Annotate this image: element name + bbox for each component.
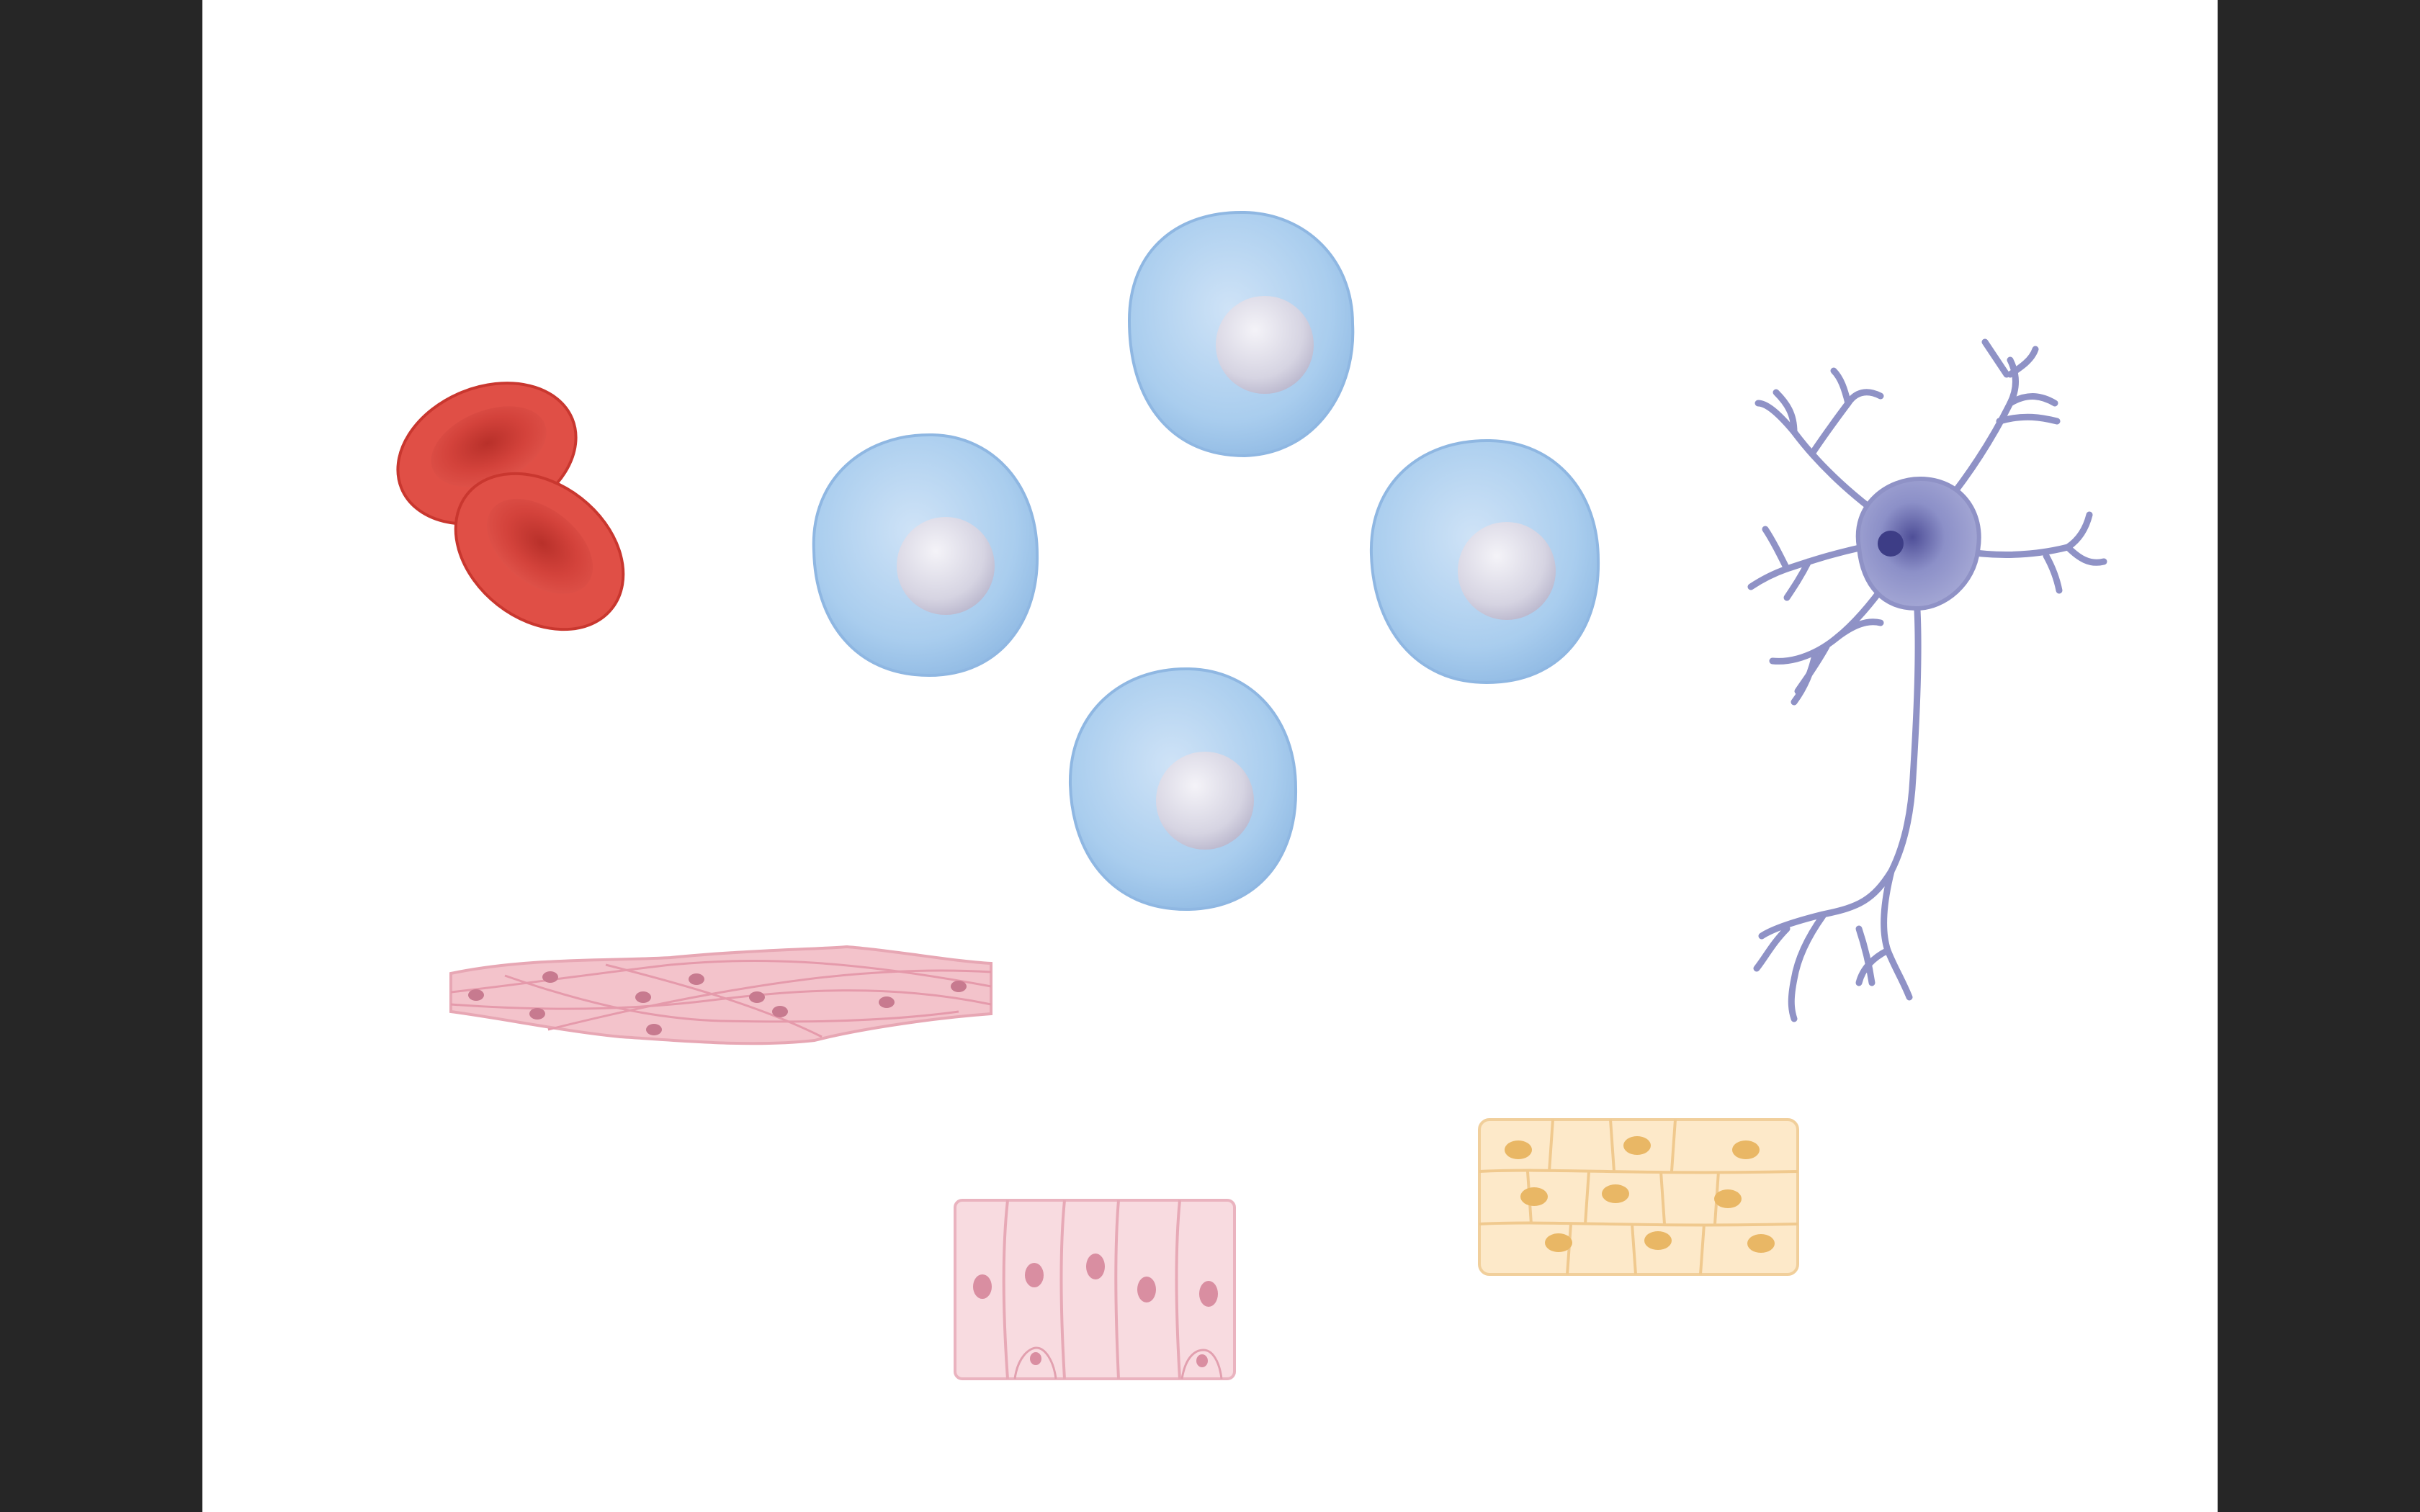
stem-cell-right [1369,438,1600,685]
stem-cells [812,210,1600,912]
illustration-canvas [202,0,2218,1512]
epithelial-cells [954,1199,1236,1380]
stem-cell-top [1127,210,1355,458]
cell-illustration [396,210,2107,1380]
letterbox-right [2218,0,2420,1512]
red-blood-cells [396,382,625,631]
neuron [1747,338,2107,1022]
stem-cell-left [812,433,1039,678]
fat-cells [1478,1118,1799,1276]
smooth-muscle-cells [449,945,992,1045]
stem-cell-bottom [1068,667,1298,912]
letterbox-left [0,0,202,1512]
